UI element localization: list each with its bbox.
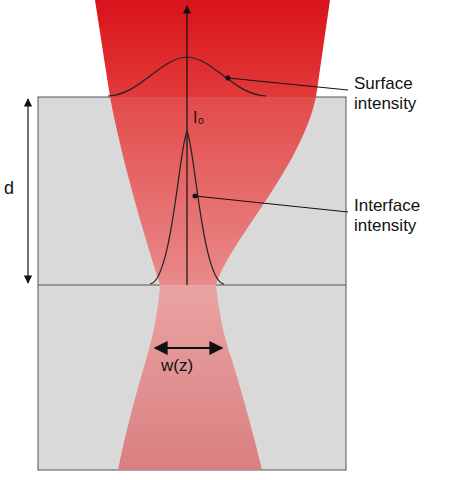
incident-beam <box>95 0 330 97</box>
interface-profile <box>150 132 224 284</box>
callout-label: Interface intensity <box>354 196 464 236</box>
layer-block <box>38 97 346 470</box>
callout-label: Surface intensity <box>354 74 464 114</box>
leader-line <box>228 78 348 90</box>
width-arrow <box>155 347 222 349</box>
leader-line <box>195 196 348 212</box>
dimension-label: d <box>4 178 14 198</box>
surface-profile <box>108 57 266 96</box>
converging-beam <box>110 97 316 285</box>
optical-axis <box>186 6 187 285</box>
beam-width-label: w(z) <box>161 356 193 376</box>
peak-intensity-label: I₀ <box>193 108 204 128</box>
thickness-arrow <box>27 99 28 283</box>
transmitted-beam <box>118 285 262 470</box>
